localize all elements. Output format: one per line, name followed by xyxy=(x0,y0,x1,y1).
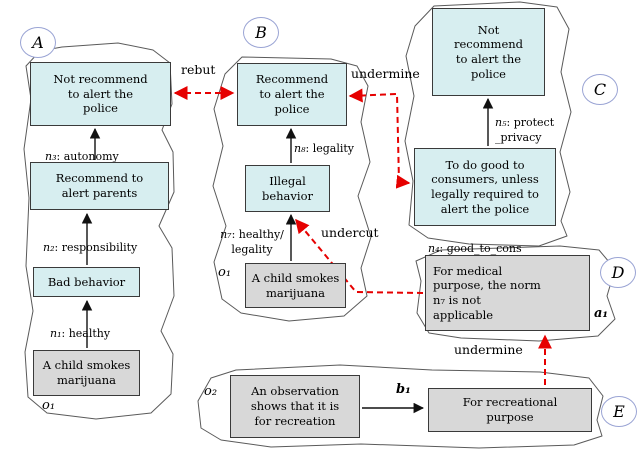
n4-var: n₄ xyxy=(428,242,440,256)
n3-var: n₃ xyxy=(45,150,57,164)
argument-d-region xyxy=(415,245,616,342)
c-conclusion-box: Not recommend to alert the police xyxy=(432,8,545,96)
n4-label: n₄: good_to_cons xyxy=(428,242,522,256)
n2-var: n₂ xyxy=(43,241,55,255)
argument-e-region xyxy=(197,364,604,449)
argument-d-tag: D xyxy=(600,257,636,288)
n1-label: n₁: healthy xyxy=(50,327,111,341)
n1-var: n₁ xyxy=(50,327,62,341)
n3-label: n₃: autonomy xyxy=(45,150,119,164)
o2-label: o₂ xyxy=(204,384,218,399)
b-illegal-behavior-box: Illegal behavior xyxy=(245,165,330,212)
n7-label: n₇: healthy/ legality xyxy=(220,228,284,256)
argument-a-tag: A xyxy=(20,27,56,58)
argument-e-tag: E xyxy=(601,396,637,427)
o1-label-b: o₁ xyxy=(218,265,232,280)
undercut-label: undercut xyxy=(321,225,379,240)
e-observation-box: An observation shows that it is for recr… xyxy=(230,375,360,438)
undermine-label-top: undermine xyxy=(351,66,420,81)
b1-label: b₁ xyxy=(396,382,411,397)
d-premise-box: For medical purpose, the norm n₇ is not … xyxy=(425,255,590,331)
a-observation-box: A child smokes marijuana xyxy=(33,350,140,396)
n8-var: n₈ xyxy=(294,142,306,156)
a-alert-parents-box: Recommend to alert parents xyxy=(30,162,169,210)
undermine-attack-arrow-top xyxy=(348,88,411,189)
e-conclusion-box: For recreational purpose xyxy=(428,388,592,432)
n8-label: n₈: legality xyxy=(294,142,355,156)
argument-c-region xyxy=(404,1,572,247)
n5-var: n₅ xyxy=(495,116,507,130)
a-conclusion-box: Not recommend to alert the police xyxy=(30,62,171,126)
argument-c-tag: C xyxy=(582,74,618,105)
n5-label: n₅: protect _privacy xyxy=(495,116,555,144)
n7-var: n₇ xyxy=(220,228,232,242)
b-conclusion-box: Recommend to alert the police xyxy=(237,63,347,126)
a-bad-behavior-box: Bad behavior xyxy=(33,267,140,297)
rebut-label: rebut xyxy=(181,62,216,77)
c-premise-box: To do good to consumers, unless legally … xyxy=(414,148,556,226)
b-observation-box: A child smokes marijuana xyxy=(245,263,346,308)
a1-label: a₁ xyxy=(594,306,609,321)
argument-b-tag: B xyxy=(243,17,279,48)
n2-label: n₂: responsibility xyxy=(43,241,138,255)
undercut-attack-arrow xyxy=(295,218,424,294)
o1-label-a: o₁ xyxy=(42,398,56,413)
undermine-label-bottom: undermine xyxy=(454,342,523,357)
